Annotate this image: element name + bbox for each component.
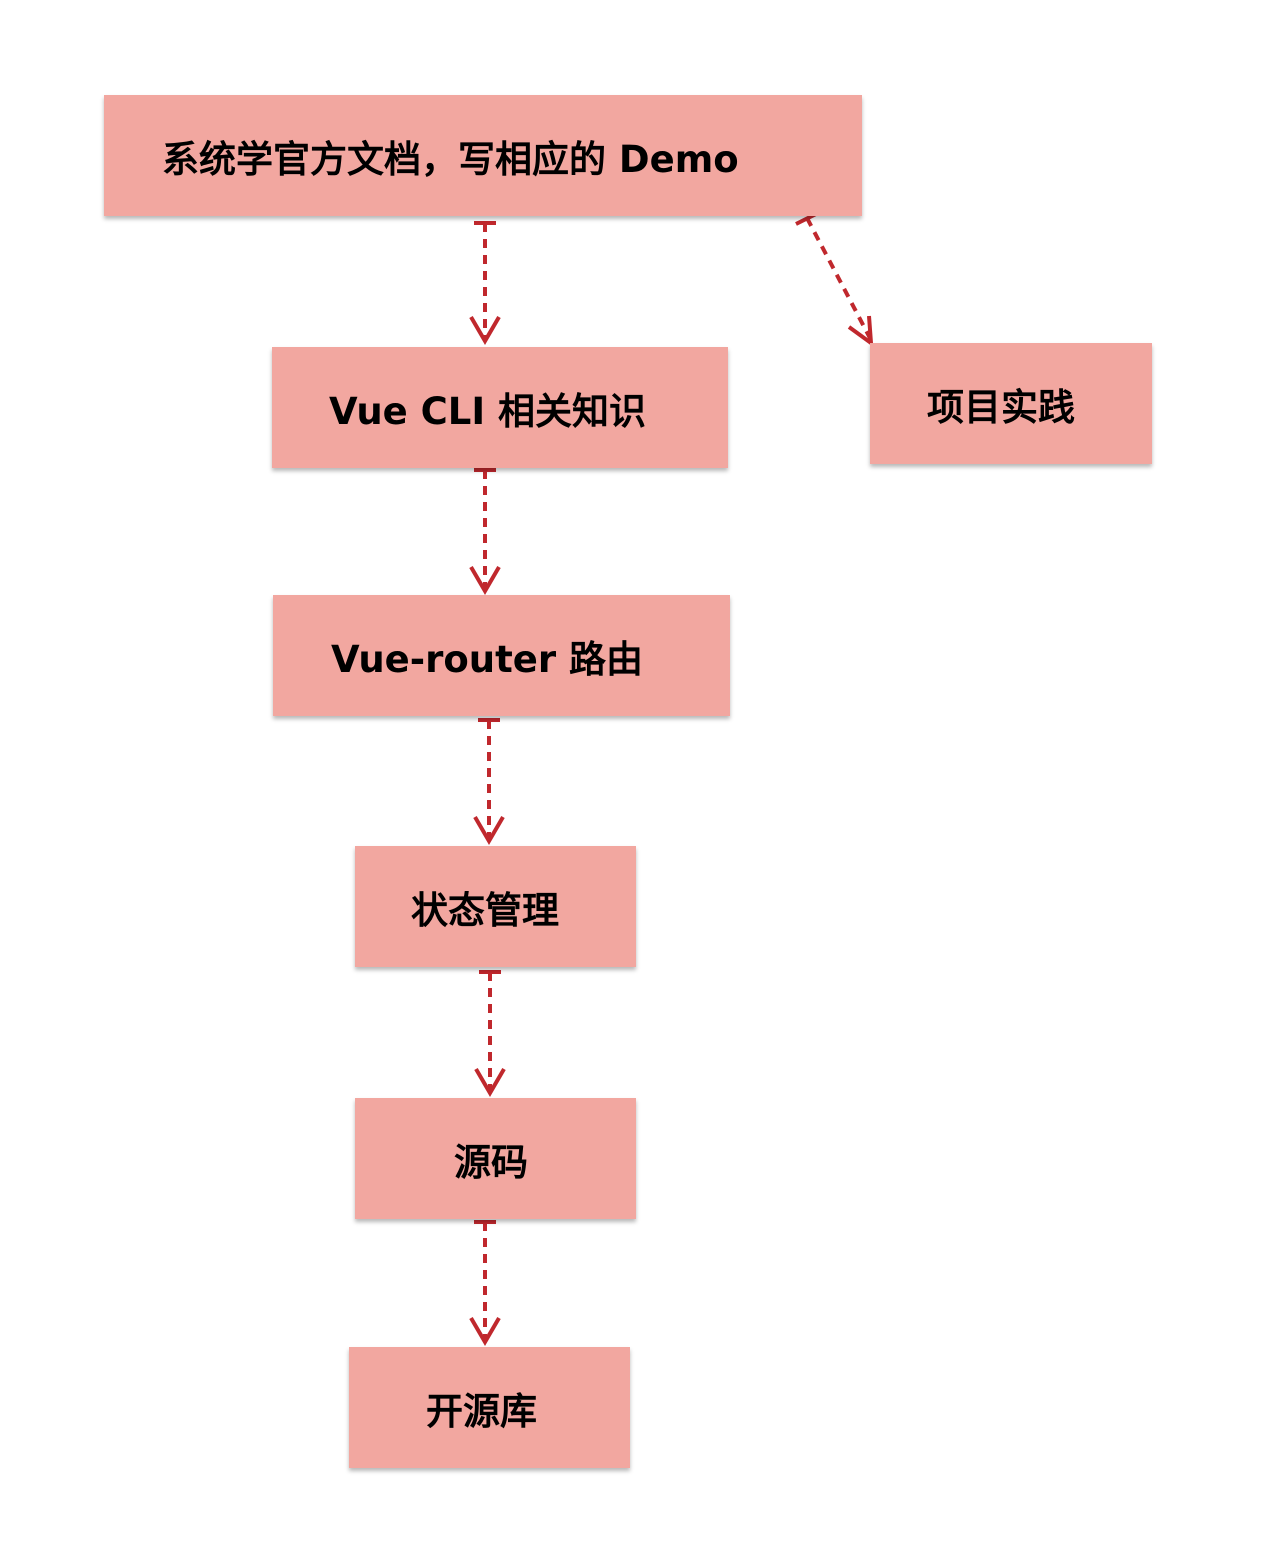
node-vue-cli: Vue CLI 相关知识	[272, 347, 728, 468]
node-open-source-libs: 开源库	[349, 1347, 630, 1468]
node-source-code: 源码	[355, 1098, 636, 1219]
node-official-docs: 系统学官方文档，写相应的 Demo	[104, 95, 862, 216]
node-project-practice: 项目实践	[870, 343, 1152, 464]
node-state-management: 状态管理	[355, 846, 636, 967]
node-label: 状态管理	[411, 888, 559, 932]
node-label: 项目实践	[927, 385, 1075, 429]
edge-state-to-source	[474, 970, 506, 1097]
edge-cli-to-router	[469, 468, 501, 595]
node-label: 源码	[454, 1140, 528, 1184]
node-label: 系统学官方文档，写相应的 Demo	[162, 137, 739, 181]
edge-root-to-practice	[795, 211, 874, 348]
node-vue-router: Vue-router 路由	[273, 595, 730, 716]
edge-root-to-cli	[469, 221, 501, 345]
node-label: 开源库	[426, 1389, 537, 1433]
edge-source-to-oss	[469, 1220, 501, 1346]
node-label: Vue-router 路由	[331, 637, 644, 681]
edge-router-to-state	[473, 718, 505, 845]
node-label: Vue CLI 相关知识	[329, 389, 647, 433]
